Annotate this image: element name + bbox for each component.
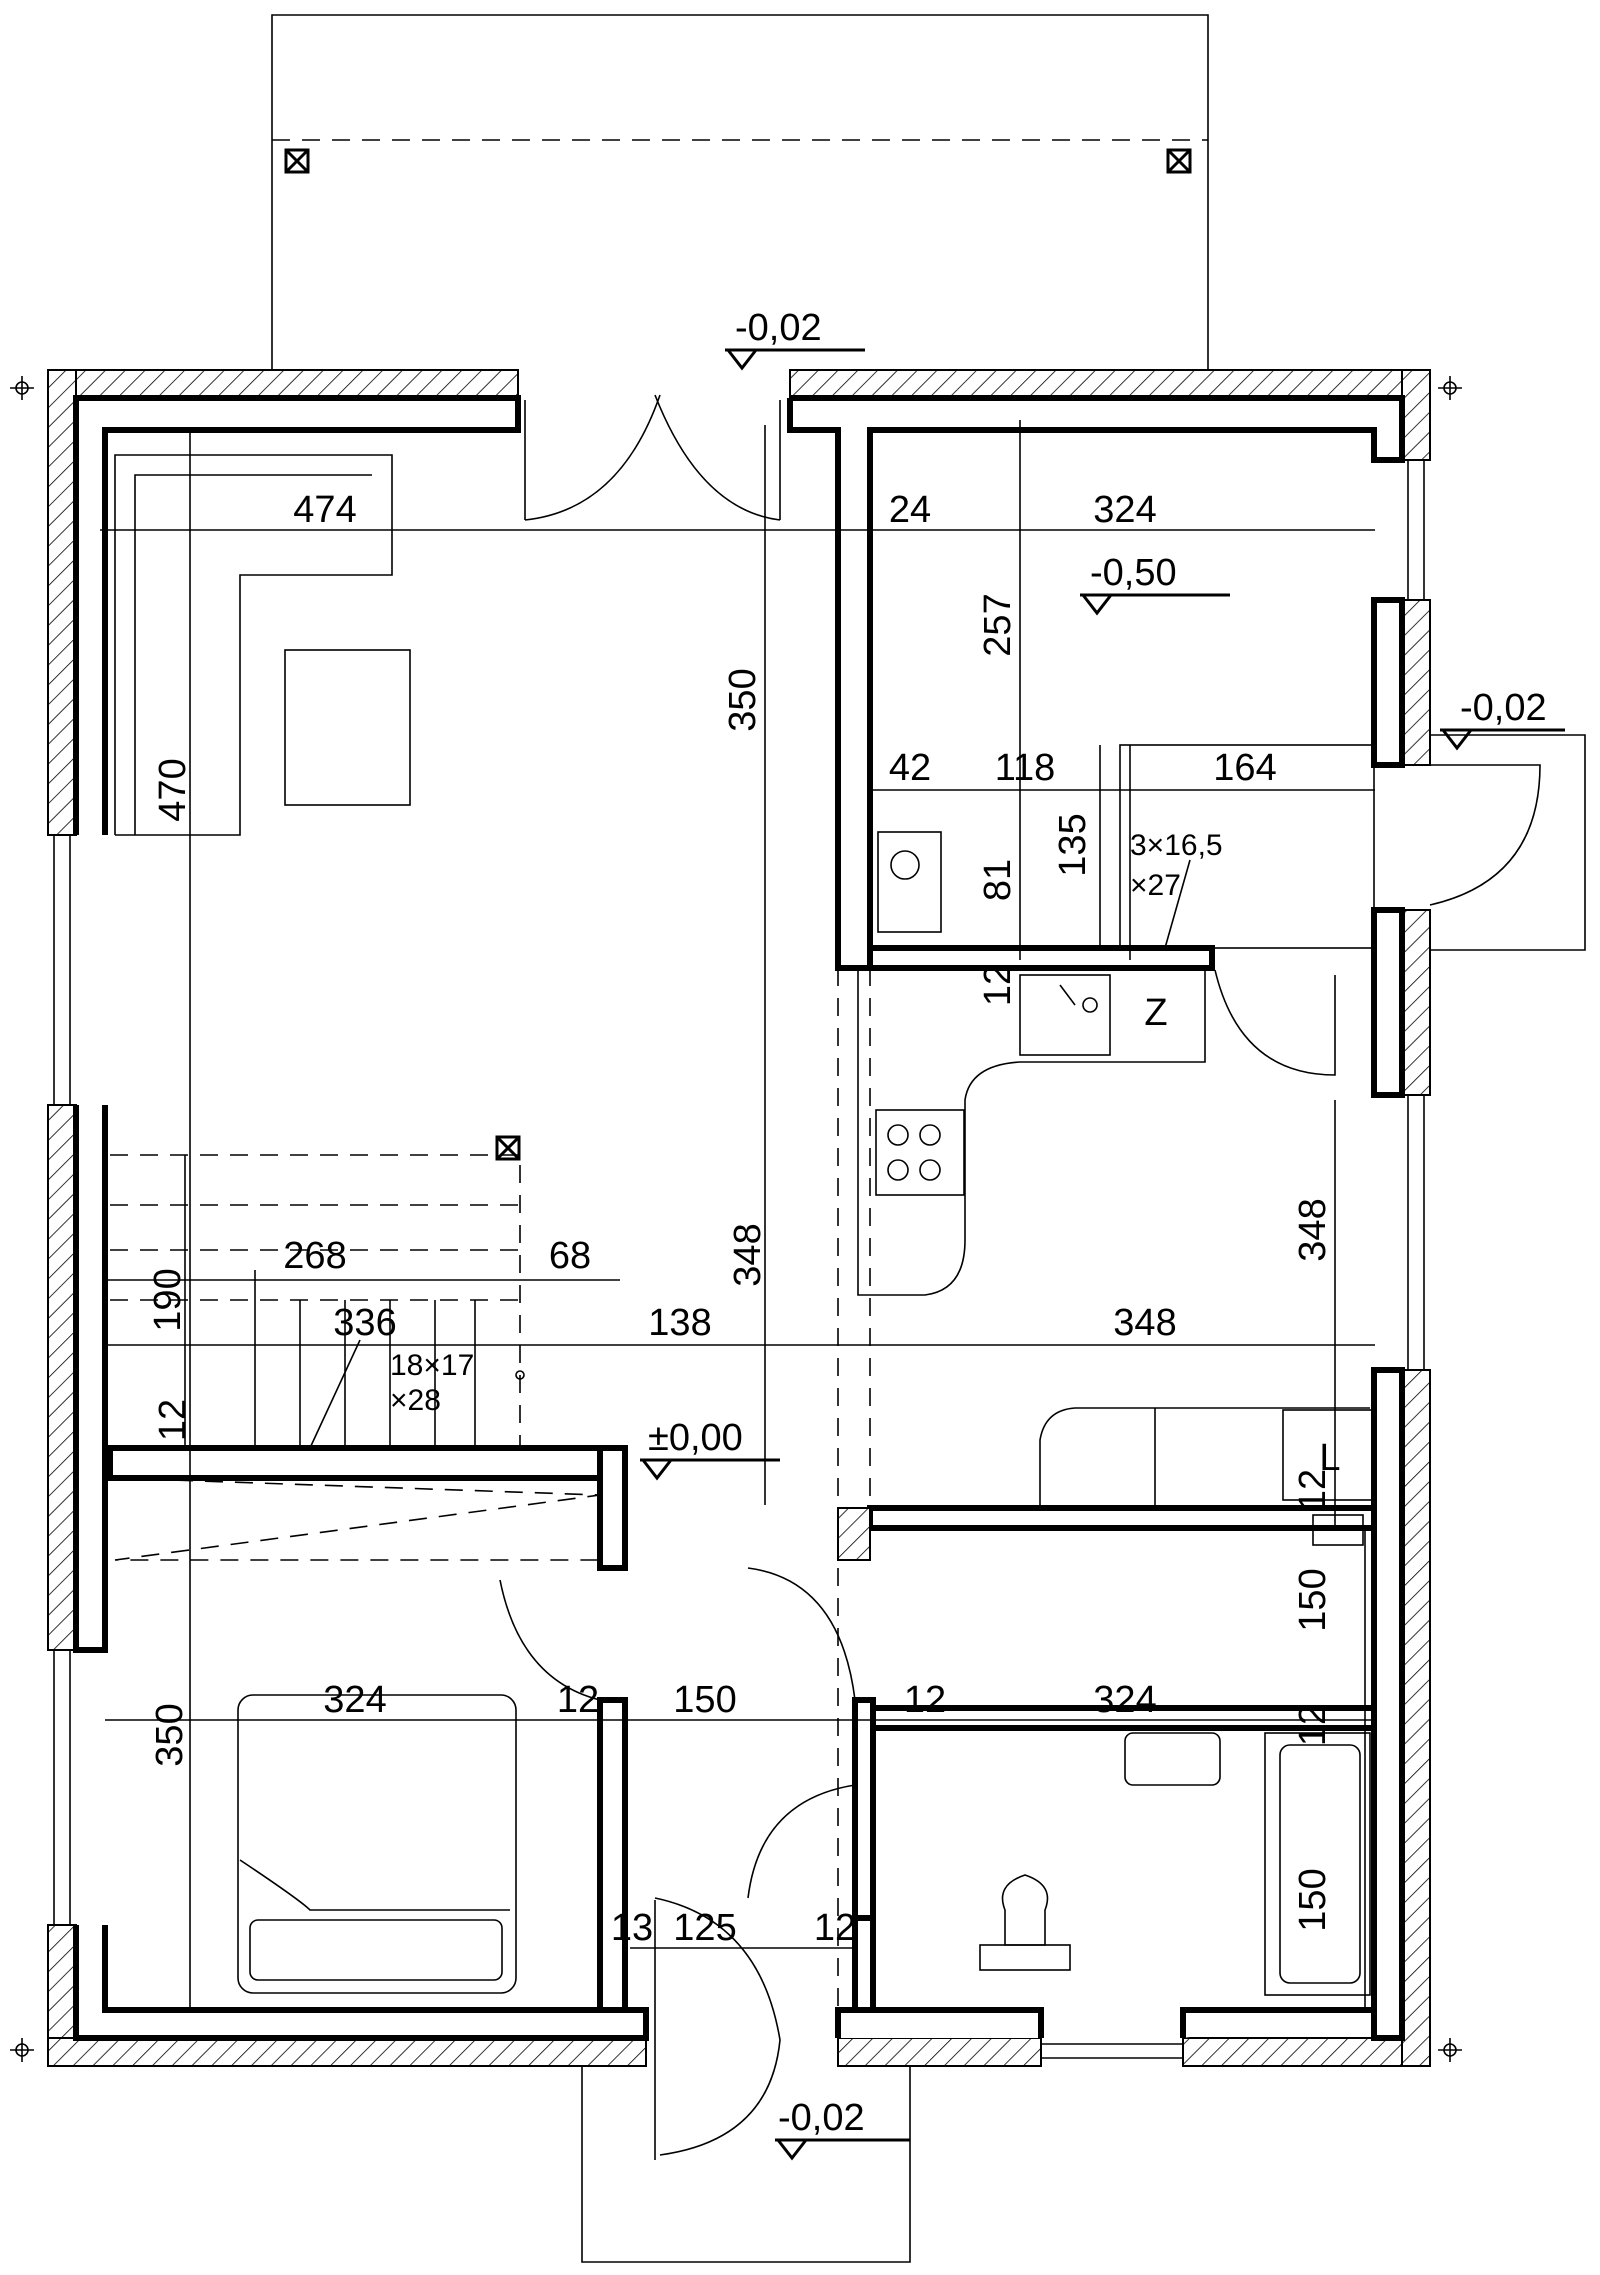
dim-kitchen-e: 135 [1052, 813, 1094, 876]
dim-stair-landing: 68 [549, 1235, 591, 1277]
dim-closet-wall: 12 [1292, 1469, 1334, 1511]
dimension-lines [100, 420, 1375, 2010]
dim-entry-wall-2: 12 [814, 1907, 856, 1949]
dim-bath-wall: 12 [904, 1679, 946, 1721]
dim-kitchen-wall: 12 [977, 964, 1019, 1006]
level-side-entrance: -0,02 [1460, 687, 1547, 729]
exterior-walls [47, 369, 1431, 2067]
dim-utility-wall: 24 [889, 489, 931, 531]
dim-kitchen-d: 81 [977, 859, 1019, 901]
dim-hall-width: 138 [648, 1302, 711, 1344]
stair-annotations: 18×17 ×28 3×16,5 ×27 [390, 829, 1223, 1417]
dim-stair-run: 268 [283, 1235, 346, 1277]
corner-sofa [114, 454, 393, 836]
utility-stairs [1099, 744, 1375, 949]
chimney-marker-icon [495, 1135, 521, 1161]
bed [237, 1694, 517, 1994]
interior-walls [73, 395, 1405, 2041]
level-utility-room: -0,50 [1090, 552, 1177, 594]
hob-icon [875, 1109, 965, 1196]
dim-kitchen-b: 118 [995, 747, 1056, 789]
dim-living-width: 474 [293, 489, 356, 531]
level-ground-floor: ±0,00 [648, 1417, 743, 1459]
coffee-table [284, 649, 411, 806]
bathroom [979, 1732, 1371, 1996]
sink-icon [1019, 974, 1111, 1056]
column-marker-icon [284, 148, 310, 174]
dim-stair-wall: 12 [152, 1399, 194, 1441]
dim-hall-top: 350 [722, 668, 764, 731]
dim-utility-width: 324 [1093, 489, 1156, 531]
toilet-icon [1001, 1874, 1049, 1946]
doors [499, 394, 1541, 2160]
dim-bedroom-depth: 350 [149, 1703, 191, 1766]
main-stair-label-1: 18×17 [390, 1349, 474, 1382]
main-stair-label-2: ×28 [390, 1384, 441, 1417]
dim-bath-width: 324 [1093, 1679, 1156, 1721]
bathtub-icon [1264, 1732, 1371, 1996]
dim-bedroom-wall: 12 [557, 1679, 599, 1721]
dim-living-depth: 470 [152, 758, 194, 821]
level-bottom-entrance: -0,02 [778, 2097, 865, 2139]
dim-hall-height: 348 [727, 1223, 769, 1286]
dim-kitchen-a: 42 [889, 747, 931, 789]
washbasin-icon [1124, 1732, 1221, 1786]
dim-kitchen-width: 348 [1113, 1302, 1176, 1344]
level-markers: -0,02 -0,50 -0,02 ±0,00 -0,02 [640, 307, 1565, 2161]
corridor-guides [837, 968, 871, 2010]
column-marker-icon [1166, 148, 1192, 174]
dim-bath-depth: 150 [1292, 1868, 1334, 1931]
kitchen: Z [857, 831, 1206, 1296]
dim-stair-width: 190 [147, 1268, 189, 1331]
utility-stair-label-2: ×27 [1130, 869, 1181, 902]
dim-closet-depth: 150 [1292, 1568, 1334, 1631]
dimension-labels: 474 470 350 24 324 257 42 118 164 81 135… [147, 489, 1334, 1949]
boiler-icon [877, 831, 942, 933]
dim-stair-total: 336 [333, 1302, 396, 1344]
bottom-porch-outline [581, 2060, 911, 2263]
terrace-outline [271, 14, 1209, 370]
staircase [110, 1135, 601, 1561]
dim-kitchen-c: 164 [1213, 747, 1276, 789]
dim-entry-width: 125 [673, 1907, 736, 1949]
dim-bath-wall-2: 12 [1292, 1704, 1334, 1746]
fridge-label: Z [1144, 992, 1167, 1034]
dim-kitchen-depth: 348 [1292, 1198, 1334, 1261]
level-top-entrance: -0,02 [735, 307, 822, 349]
dim-corridor-width: 150 [673, 1679, 736, 1721]
dim-utility-depth: 257 [977, 593, 1019, 656]
grid-markers [10, 376, 1462, 2062]
dim-bedroom-width: 324 [323, 1679, 386, 1721]
dim-entry-wall: 13 [611, 1907, 653, 1949]
utility-stair-label-1: 3×16,5 [1130, 829, 1223, 862]
side-porch-outline [1430, 734, 1586, 951]
windows [53, 460, 1425, 2059]
